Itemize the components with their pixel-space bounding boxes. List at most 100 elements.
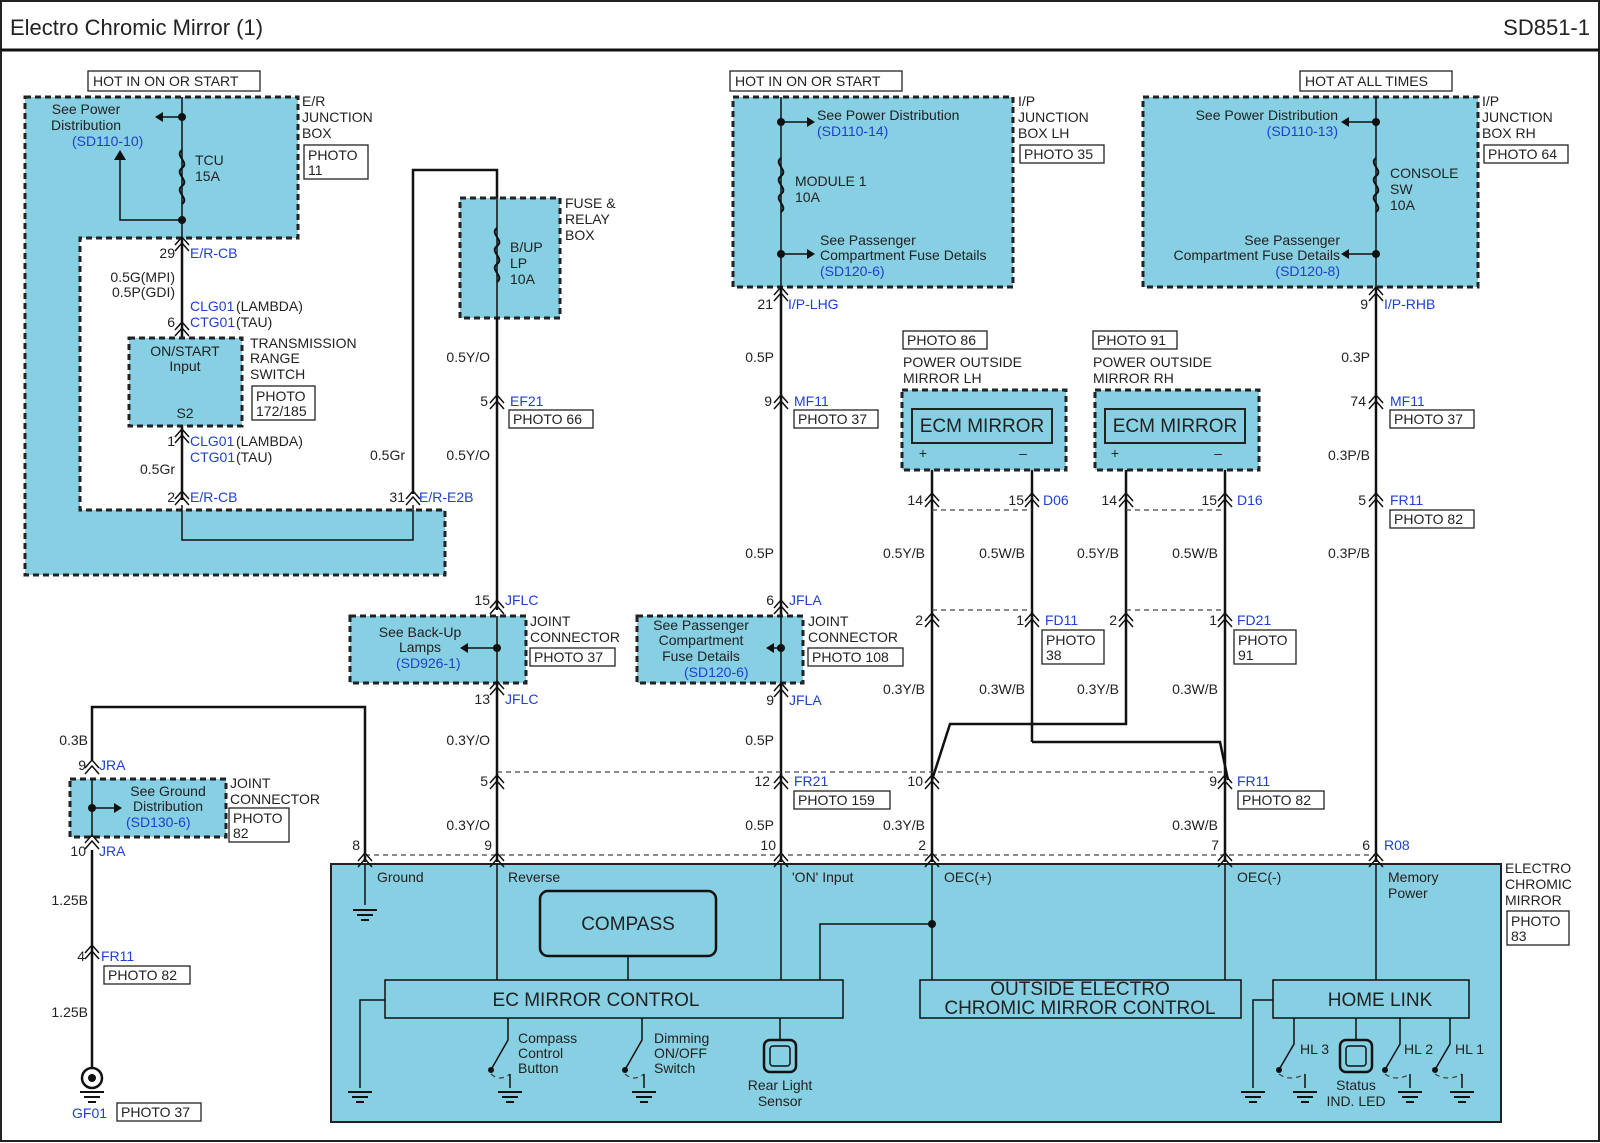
- ecm-pin-2: 2: [918, 837, 926, 853]
- er-box-name-3: BOX: [302, 125, 332, 141]
- hl2-label: HL 2: [1404, 1041, 1433, 1057]
- wire-05p-b: 0.5P: [745, 545, 774, 561]
- ecm-in-power: Power: [1388, 885, 1428, 901]
- jflc-ref: (SD926-1): [396, 655, 461, 671]
- ecm-name-1: ELECTRO: [1505, 860, 1571, 876]
- console-amps: 10A: [1390, 197, 1416, 213]
- er-see-power-2: Distribution: [51, 117, 121, 133]
- clg-top-1: CLG01: [190, 298, 235, 314]
- wire-05gr: 0.5Gr: [140, 461, 175, 477]
- c2-name: E/R-CB: [190, 489, 237, 505]
- er-junction-box: HOT IN ON OR START See Power Distributio…: [23, 70, 447, 577]
- jflc-joint-connector: See Back-Up Lamps (SD926-1) JOINT CONNEC…: [348, 613, 620, 685]
- fr11m-pin10: 10: [907, 773, 923, 789]
- wire-03yo-a: 0.3Y/O: [446, 732, 490, 748]
- c5-pin: 5: [480, 773, 488, 789]
- clg-top-2: CTG01: [190, 314, 235, 330]
- wire-05p-d: 0.5P: [745, 817, 774, 833]
- dimming-2: ON/OFF: [654, 1045, 707, 1061]
- mirror-lh-box: ECM MIRROR: [920, 416, 1045, 437]
- trs-box-1: ON/START: [150, 343, 220, 359]
- fr11g-pin: 4: [77, 948, 85, 964]
- fr11g-photo: PHOTO 82: [108, 967, 177, 983]
- wire-05yb-b: 0.5Y/B: [1077, 545, 1119, 561]
- mf11b-pin: 74: [1350, 393, 1366, 409]
- fr21-photo: PHOTO 159: [798, 792, 875, 808]
- jfla6-pin: 6: [766, 592, 774, 608]
- wire-03wb-c: 0.3W/B: [1172, 817, 1218, 833]
- ecm-in-reverse: Reverse: [508, 869, 560, 885]
- wire-05wb-b: 0.5W/B: [1172, 545, 1218, 561]
- clg-top-pin: 6: [167, 314, 175, 330]
- wire-05p-a: 0.5P: [745, 349, 774, 365]
- compass-btn-3: Button: [518, 1060, 558, 1076]
- mirror-rh-plus: +: [1111, 445, 1119, 461]
- clg-bot-1: CLG01: [190, 433, 235, 449]
- trs-name-1: TRANSMISSION: [250, 335, 357, 351]
- fr11g-name: FR11: [101, 948, 134, 964]
- iplh-name-1: I/P: [1018, 93, 1035, 109]
- fd11-name: FD11: [1045, 612, 1078, 628]
- ip-junction-box-lh: HOT IN ON OR START See Power Distributio…: [729, 70, 1105, 289]
- tcu-fuse-label: TCU: [195, 152, 224, 168]
- wire-03p: 0.3P: [1341, 349, 1370, 365]
- jflc-name-2: CONNECTOR: [530, 629, 620, 645]
- jra-see-2: Distribution: [133, 798, 203, 814]
- jfla9-pin: 9: [766, 692, 774, 708]
- trs-photo-num: 172/185: [256, 403, 307, 419]
- fd21-pin1: 1: [1209, 612, 1217, 628]
- wire-125b-a: 1.25B: [51, 892, 88, 908]
- jfla-see-3: Fuse Details: [662, 648, 740, 664]
- iplh-pass-ref: (SD120-6): [820, 263, 885, 279]
- iprh-see-power: See Power Distribution: [1196, 107, 1338, 123]
- hl1-label: HL 1: [1455, 1041, 1484, 1057]
- er-see-power: See Power: [52, 101, 121, 117]
- trs-output-wire: 1 CLG01 (LAMBDA) CTG01 (TAU) 0.5Gr 2 E/R…: [140, 168, 499, 541]
- mirror-lh-plus: +: [919, 445, 927, 461]
- on-input-wire-lower: 9 JFLA 0.5P 12 FR21 PHOTO 159 0.5P: [745, 682, 891, 833]
- mirror-lh-minus: –: [1019, 445, 1027, 461]
- page-code: SD851-1: [1503, 15, 1590, 40]
- er-box-name: E/R: [302, 93, 325, 109]
- er-photo-num: 11: [308, 162, 323, 178]
- clg-bot-tag1: (LAMBDA): [236, 433, 303, 449]
- c31-pin: 31: [389, 489, 405, 505]
- ef21-pin: 5: [480, 393, 488, 409]
- page-title: Electro Chromic Mirror (1): [10, 15, 263, 40]
- wire-03yo-b: 0.3Y/O: [446, 817, 490, 833]
- on-input-wire: 21 I/P-LHG 0.5P 9 MF11 PHOTO 37 0.5P 6 J…: [745, 286, 879, 862]
- wire-er-2: 0.5P(GDI): [112, 284, 175, 300]
- reverse-wire: 0.5Y/O 5 EF21 PHOTO 66 0.5Y/O 15 JFLC: [446, 318, 594, 615]
- iplh-see-pass-2: Compartment Fuse Details: [820, 247, 987, 263]
- jfla-name-1: JOINT: [808, 613, 849, 629]
- wire-05gr-b: 0.5Gr: [370, 447, 405, 463]
- jra10-pin: 10: [70, 843, 86, 859]
- fr11r-pin: 5: [1358, 492, 1366, 508]
- jflc15-name: JFLC: [505, 592, 538, 608]
- ef21-photo: PHOTO 66: [513, 411, 582, 427]
- jfla-ref: (SD120-6): [684, 664, 749, 680]
- ecm-in-on: 'ON' Input: [792, 869, 853, 885]
- ecm-name-2: CHROMIC: [1505, 876, 1572, 892]
- jflc15-pin: 15: [474, 592, 490, 608]
- iprh-name-2: JUNCTION: [1482, 109, 1553, 125]
- wire-03wb-b: 0.3W/B: [1172, 681, 1218, 697]
- ip21-name: I/P-LHG: [788, 296, 839, 312]
- ecm-pin-10: 10: [760, 837, 776, 853]
- ecm-pin-6: 6: [1362, 837, 1370, 853]
- wire-05p-c: 0.5P: [745, 732, 774, 748]
- ecm-in-oec-minus: OEC(-): [1237, 869, 1281, 885]
- fr11r-name: FR11: [1390, 492, 1423, 508]
- c2-pin: 2: [167, 489, 175, 505]
- ecm-in-ground: Ground: [377, 869, 424, 885]
- fuse-relay-name-2: RELAY: [565, 211, 611, 227]
- jra-see-1: See Ground: [130, 783, 206, 799]
- jfla9-name: JFLA: [789, 692, 822, 708]
- mirror-lh-name-2: MIRROR LH: [903, 370, 982, 386]
- jfla-photo: PHOTO 108: [812, 649, 889, 665]
- iprh-see-pass-2: Compartment Fuse Details: [1173, 247, 1340, 263]
- console-fuse-2: SW: [1390, 181, 1413, 197]
- clg-top-tag1: (LAMBDA): [236, 298, 303, 314]
